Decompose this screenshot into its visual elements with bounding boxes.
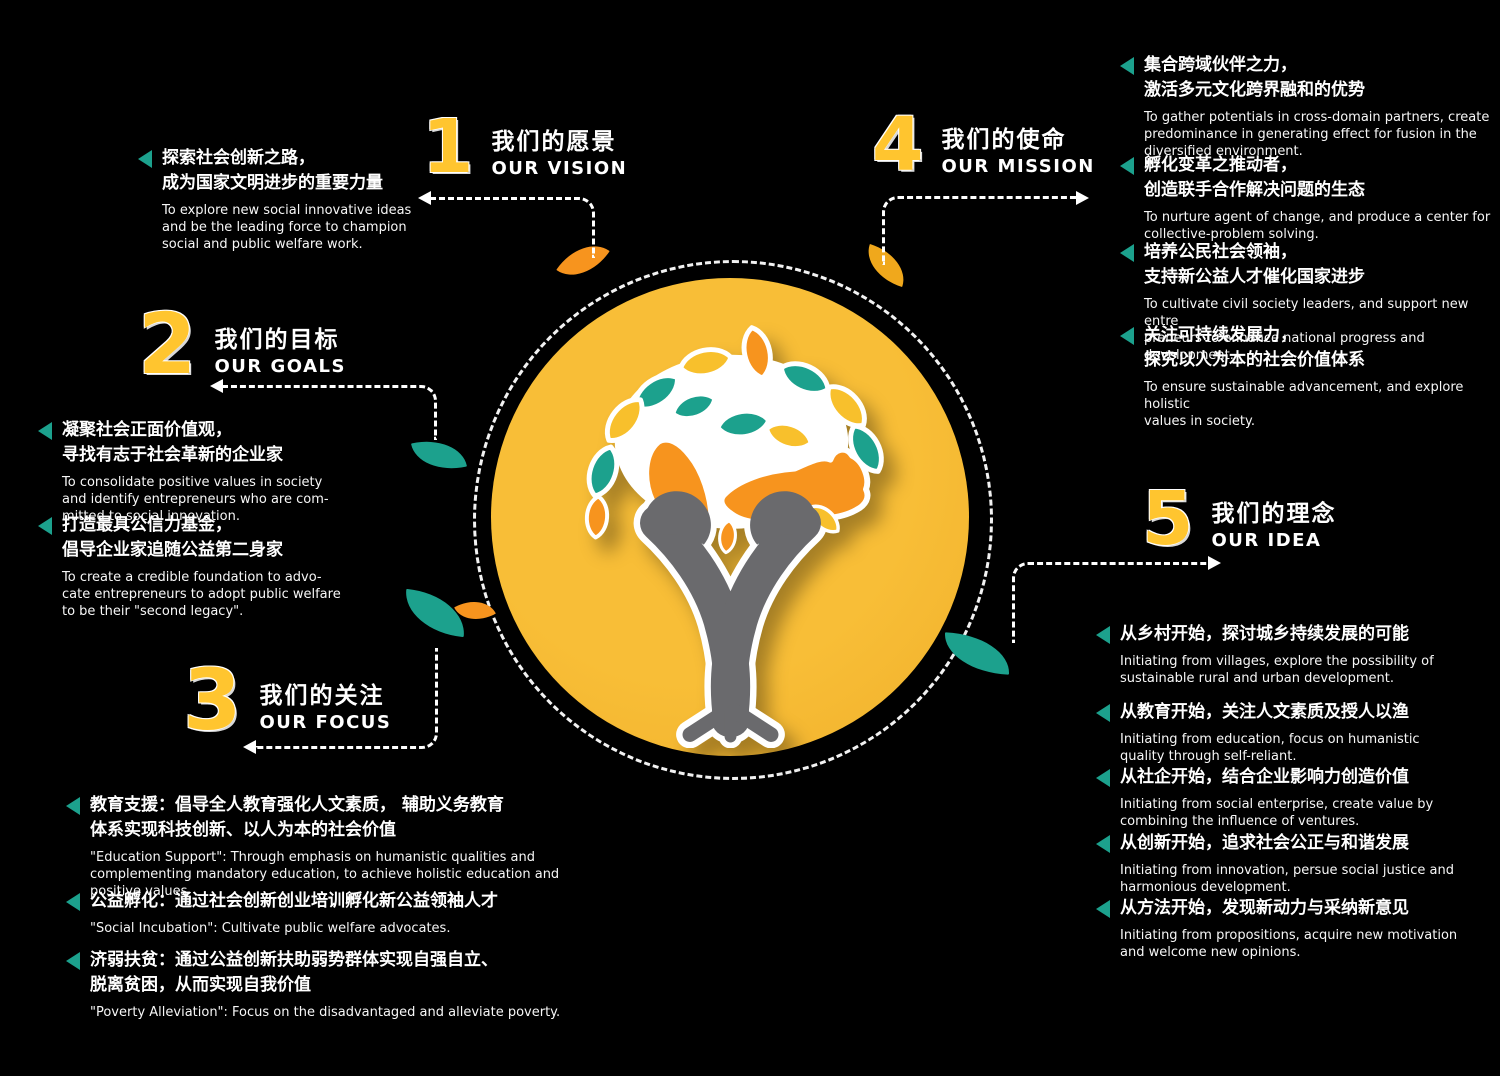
triangle-bullet-icon — [138, 150, 152, 168]
goals-item: 凝聚社会正面价值观， 寻找有志于社会革新的企业家 To consolidate … — [38, 418, 329, 525]
focus-item: 济弱扶贫：通过公益创新扶助弱势群体实现自强自立、 脱离贫困，从而实现自我价值 "… — [66, 948, 560, 1021]
hands-tree-logo — [584, 325, 884, 748]
item-text-zh: 凝聚社会正面价值观， 寻找有志于社会革新的企业家 — [62, 420, 283, 465]
item-text-zh: 探索社会创新之路， 成为国家文明进步的重要力量 — [162, 148, 383, 193]
section-idea-header: 5 我们的理念 OUR IDEA — [1142, 476, 1337, 562]
arrow-right-icon — [1208, 556, 1221, 570]
item-text-zh: 培养公民社会领袖， 支持新公益人才催化国家进步 — [1144, 242, 1365, 287]
item-text-en: To create a credible foundation to advo-… — [62, 570, 341, 619]
mission-item: 孵化变革之推动者， 创造联手合作解决问题的生态 To nurture agent… — [1120, 153, 1490, 243]
item-text-en: Initiating from propositions, acquire ne… — [1120, 928, 1458, 960]
item-text-en: Initiating from innovation, persue socia… — [1120, 863, 1454, 895]
item-text-en: To consolidate positive values in societ… — [62, 475, 329, 524]
mission-item: 培养公民社会领袖， 支持新公益人才催化国家进步 To cultivate civ… — [1120, 240, 1500, 364]
mission-item: 关注可持续发展力， 探究以人为本的社会价值体系 To ensure sustai… — [1120, 323, 1500, 430]
item-text-zh: 从方法开始，发现新动力与采纳新意见 — [1120, 898, 1409, 918]
item-text-en: To gather potentials in cross-domain par… — [1144, 110, 1490, 159]
section-title-zh: 我们的愿景 — [491, 129, 617, 155]
idea-item: 从教育开始，关注人文素质及授人以渔 Initiating from educat… — [1096, 700, 1420, 765]
section-title-en: OUR MISSION — [941, 156, 1095, 177]
connector-mission — [882, 196, 1081, 265]
item-text-zh: 孵化变革之推动者， 创造联手合作解决问题的生态 — [1144, 155, 1365, 200]
item-text-en: To nurture agent of change, and produce … — [1144, 210, 1491, 242]
idea-item: 从乡村开始，探讨城乡持续发展的可能 Initiating from villag… — [1096, 622, 1434, 687]
left-hand — [645, 491, 711, 545]
focus-item: 公益孵化：通过社会创新创业培训孵化新公益领袖人才 "Social Incubat… — [66, 889, 498, 937]
section-title-en: OUR IDEA — [1211, 530, 1322, 551]
goals-item: 打造最具公信力基金， 倡导企业家追随公益第二身家 To create a cre… — [38, 513, 341, 620]
section-title-zh: 我们的理念 — [1211, 501, 1337, 527]
item-text-zh: 从乡村开始，探讨城乡持续发展的可能 — [1120, 624, 1409, 644]
triangle-bullet-icon — [1096, 900, 1110, 918]
focus-item: 教育支援：倡导全人教育强化人文素质， 辅助义务教育 体系实现科技创新、以人为本的… — [66, 793, 559, 900]
section-number: 1 — [422, 104, 474, 190]
item-text-en: "Poverty Alleviation": Focus on the disa… — [90, 1005, 561, 1020]
triangle-bullet-icon — [38, 422, 52, 440]
triangle-bullet-icon — [1096, 769, 1110, 787]
section-title-zh: 我们的关注 — [259, 683, 385, 709]
item-text-en: "Education Support": Through emphasis on… — [90, 850, 560, 899]
section-vision-header: 1 我们的愿景 OUR VISION — [422, 104, 628, 190]
item-text-zh: 从创新开始，追求社会公正与和谐发展 — [1120, 833, 1409, 853]
arrow-right-icon — [1076, 191, 1089, 205]
connector-goals — [222, 385, 437, 440]
arrow-left-icon — [418, 191, 431, 205]
triangle-bullet-icon — [66, 893, 80, 911]
item-text-en: To ensure sustainable advancement, and e… — [1144, 380, 1464, 429]
triangle-bullet-icon — [1096, 626, 1110, 644]
item-text-zh: 教育支援：倡导全人教育强化人文素质， 辅助义务教育 体系实现科技创新、以人为本的… — [90, 795, 504, 840]
section-number: 2 — [138, 295, 197, 393]
item-text-zh: 打造最具公信力基金， 倡导企业家追随公益第二身家 — [62, 515, 283, 560]
idea-item: 从方法开始，发现新动力与采纳新意见 Initiating from propos… — [1096, 896, 1457, 961]
idea-item: 从社企开始，结合企业影响力创造价值 Initiating from social… — [1096, 765, 1433, 830]
arrow-left-icon — [210, 379, 223, 393]
section-title-en: OUR FOCUS — [259, 712, 392, 733]
section-goals-header: 2 我们的目标 OUR GOALS — [138, 295, 346, 393]
triangle-bullet-icon — [38, 517, 52, 535]
section-number: 3 — [183, 651, 242, 749]
triangle-bullet-icon — [1120, 327, 1134, 345]
triangle-bullet-icon — [1096, 835, 1110, 853]
dashed-ring — [473, 260, 993, 780]
item-text-zh: 集合跨域伙伴之力， 激活多元文化跨界融和的优势 — [1144, 55, 1365, 100]
section-number: 5 — [1142, 476, 1194, 562]
triangle-bullet-icon — [1120, 244, 1134, 262]
section-title-zh: 我们的使命 — [941, 127, 1067, 153]
connector-vision — [430, 197, 595, 258]
section-title-en: OUR GOALS — [214, 356, 346, 377]
item-text-zh: 关注可持续发展力， 探究以人为本的社会价值体系 — [1144, 325, 1365, 370]
item-text-en: To explore new social innovative ideas a… — [162, 203, 412, 252]
item-text-en: Initiating from education, focus on huma… — [1120, 732, 1420, 764]
item-text-en: Initiating from villages, explore the po… — [1120, 654, 1434, 686]
item-text-en: "Social Incubation": Cultivate public we… — [90, 921, 451, 936]
mission-item: 集合跨域伙伴之力， 激活多元文化跨界融和的优势 To gather potent… — [1120, 53, 1489, 160]
connector-focus — [255, 648, 438, 749]
section-title-zh: 我们的目标 — [214, 327, 340, 353]
triangle-bullet-icon — [1120, 157, 1134, 175]
item-text-zh: 公益孵化：通过社会创新创业培训孵化新公益领袖人才 — [90, 891, 498, 911]
idea-item: 从创新开始，追求社会公正与和谐发展 Initiating from innova… — [1096, 831, 1454, 896]
section-focus-header: 3 我们的关注 OUR FOCUS — [183, 651, 392, 749]
vision-item: 探索社会创新之路， 成为国家文明进步的重要力量 To explore new s… — [138, 146, 411, 253]
item-text-en: To cultivate civil society leaders, and … — [1144, 297, 1469, 363]
hands-trunk — [640, 491, 821, 743]
section-mission-header: 4 我们的使命 OUR MISSION — [872, 102, 1095, 188]
section-title-en: OUR VISION — [491, 158, 628, 179]
item-text-zh: 济弱扶贫：通过公益创新扶助弱势群体实现自强自立、 脱离贫困，从而实现自我价值 — [90, 950, 498, 995]
triangle-bullet-icon — [1120, 57, 1134, 75]
item-text-zh: 从社企开始，结合企业影响力创造价值 — [1120, 767, 1409, 787]
section-number: 4 — [872, 102, 924, 188]
right-hand — [750, 491, 816, 545]
item-text-en: Initiating from social enterprise, creat… — [1120, 797, 1434, 829]
triangle-bullet-icon — [66, 952, 80, 970]
arrow-left-icon — [243, 740, 256, 754]
triangle-bullet-icon — [66, 797, 80, 815]
item-text-zh: 从教育开始，关注人文素质及授人以渔 — [1120, 702, 1409, 722]
teal-leaf-icon — [943, 632, 1011, 675]
connector-idea — [1012, 562, 1213, 643]
triangle-bullet-icon — [1096, 704, 1110, 722]
